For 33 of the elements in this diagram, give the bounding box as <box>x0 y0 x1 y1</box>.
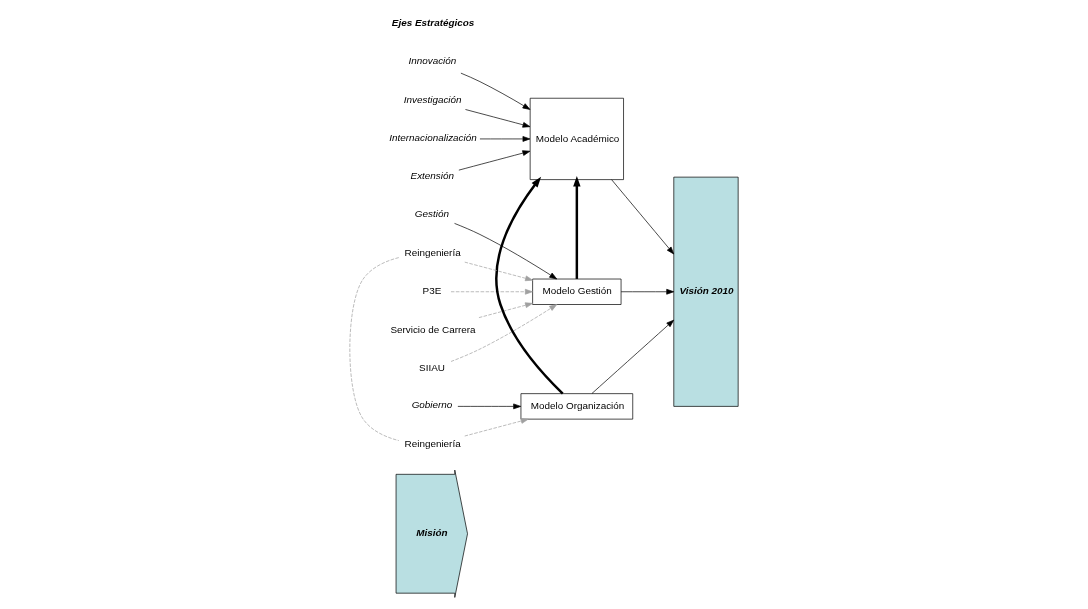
arrow <box>450 288 533 295</box>
arrow <box>620 288 675 295</box>
arrow <box>454 223 558 280</box>
node-text: Gestión <box>414 208 449 220</box>
node-text: Internacionalización <box>389 131 477 143</box>
arrow <box>464 418 529 437</box>
node-text: P3E <box>422 285 442 297</box>
node-box: Modelo Gestión <box>532 278 622 305</box>
node-box: Modelo Organización <box>520 393 634 420</box>
arrow <box>479 136 531 142</box>
arrow <box>450 304 558 362</box>
connector <box>349 257 400 441</box>
node-text: Reingeniería <box>404 247 461 259</box>
arrow <box>464 261 533 282</box>
arrow <box>457 403 522 410</box>
node-text: SIIAU <box>419 361 445 373</box>
arrow <box>478 302 533 318</box>
arrow <box>495 176 564 395</box>
node-box: Modelo Académico <box>529 97 624 180</box>
arrow <box>591 319 674 394</box>
node-text: Investigación <box>403 93 462 105</box>
arrow <box>460 72 531 110</box>
node-text: Innovación <box>408 55 457 67</box>
node-text: Servicio de Carrera <box>390 323 476 335</box>
arrow <box>573 175 581 279</box>
node-text: Reingeniería <box>404 438 461 450</box>
node-text: Gobierno <box>411 399 453 411</box>
arrow <box>465 109 531 128</box>
label: Ejes Estratégicos <box>391 17 475 29</box>
node-box: Visión 2010 <box>673 176 739 407</box>
arrow <box>611 179 675 255</box>
arrow <box>458 150 531 171</box>
node-text: Extensión <box>410 170 455 182</box>
